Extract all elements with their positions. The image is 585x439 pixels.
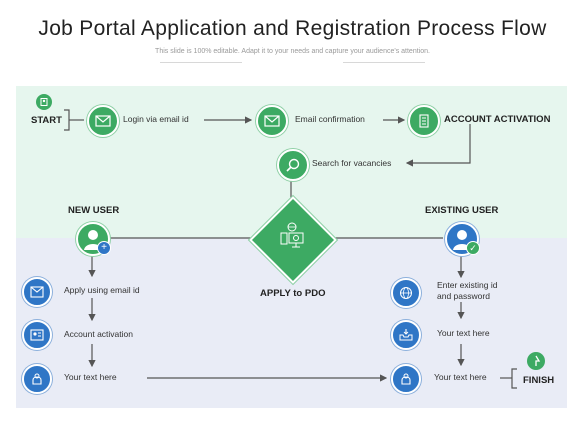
start-node-icon (36, 94, 52, 110)
email-confirm-icon (256, 105, 288, 137)
user-check-icon: ✓ (466, 241, 480, 255)
hand-coin-icon (391, 364, 421, 394)
apply-email-label: Apply using email id (64, 285, 140, 295)
new-user-label: NEW USER (68, 205, 120, 216)
existing-user-label: EXISTING USER (425, 205, 499, 216)
page-subtitle: This slide is 100% editable. Adapt it to… (155, 48, 430, 55)
divider-left (160, 62, 242, 63)
account-activation-heading: ACCOUNT ACTIVATION (444, 114, 551, 125)
search-vacancies-label: Search for vacancies (312, 158, 392, 168)
divider-right (343, 62, 425, 63)
id-card-icon (22, 320, 52, 350)
your-text-left-label: Your text here (64, 372, 117, 382)
apply-email-icon (22, 277, 52, 307)
hand-icon (22, 364, 52, 394)
globe-icon (391, 278, 421, 308)
pin-icon (527, 352, 545, 370)
your-text-right-2-label: Your text here (434, 372, 487, 382)
search-icon (277, 149, 309, 181)
user-add-icon: + (97, 241, 111, 255)
your-text-right-1-label: Your text here (437, 328, 490, 338)
start-label: START (31, 115, 62, 126)
page-title: Job Portal Application and Registration … (38, 17, 547, 40)
computer-gears-icon (278, 222, 306, 252)
finish-label: FINISH (523, 375, 555, 386)
enter-existing-id-label: Enter existing id (437, 280, 498, 290)
envelope-icon (87, 105, 119, 137)
password-label: and password (437, 291, 490, 301)
building-icon (408, 105, 440, 137)
apply-pdo-label: APPLY to PDO (260, 288, 326, 299)
account-activation-label: Account activation (64, 329, 133, 339)
email-confirmation-label: Email confirmation (295, 114, 365, 124)
inbox-icon (391, 320, 421, 350)
login-label: Login via email id (123, 114, 189, 124)
